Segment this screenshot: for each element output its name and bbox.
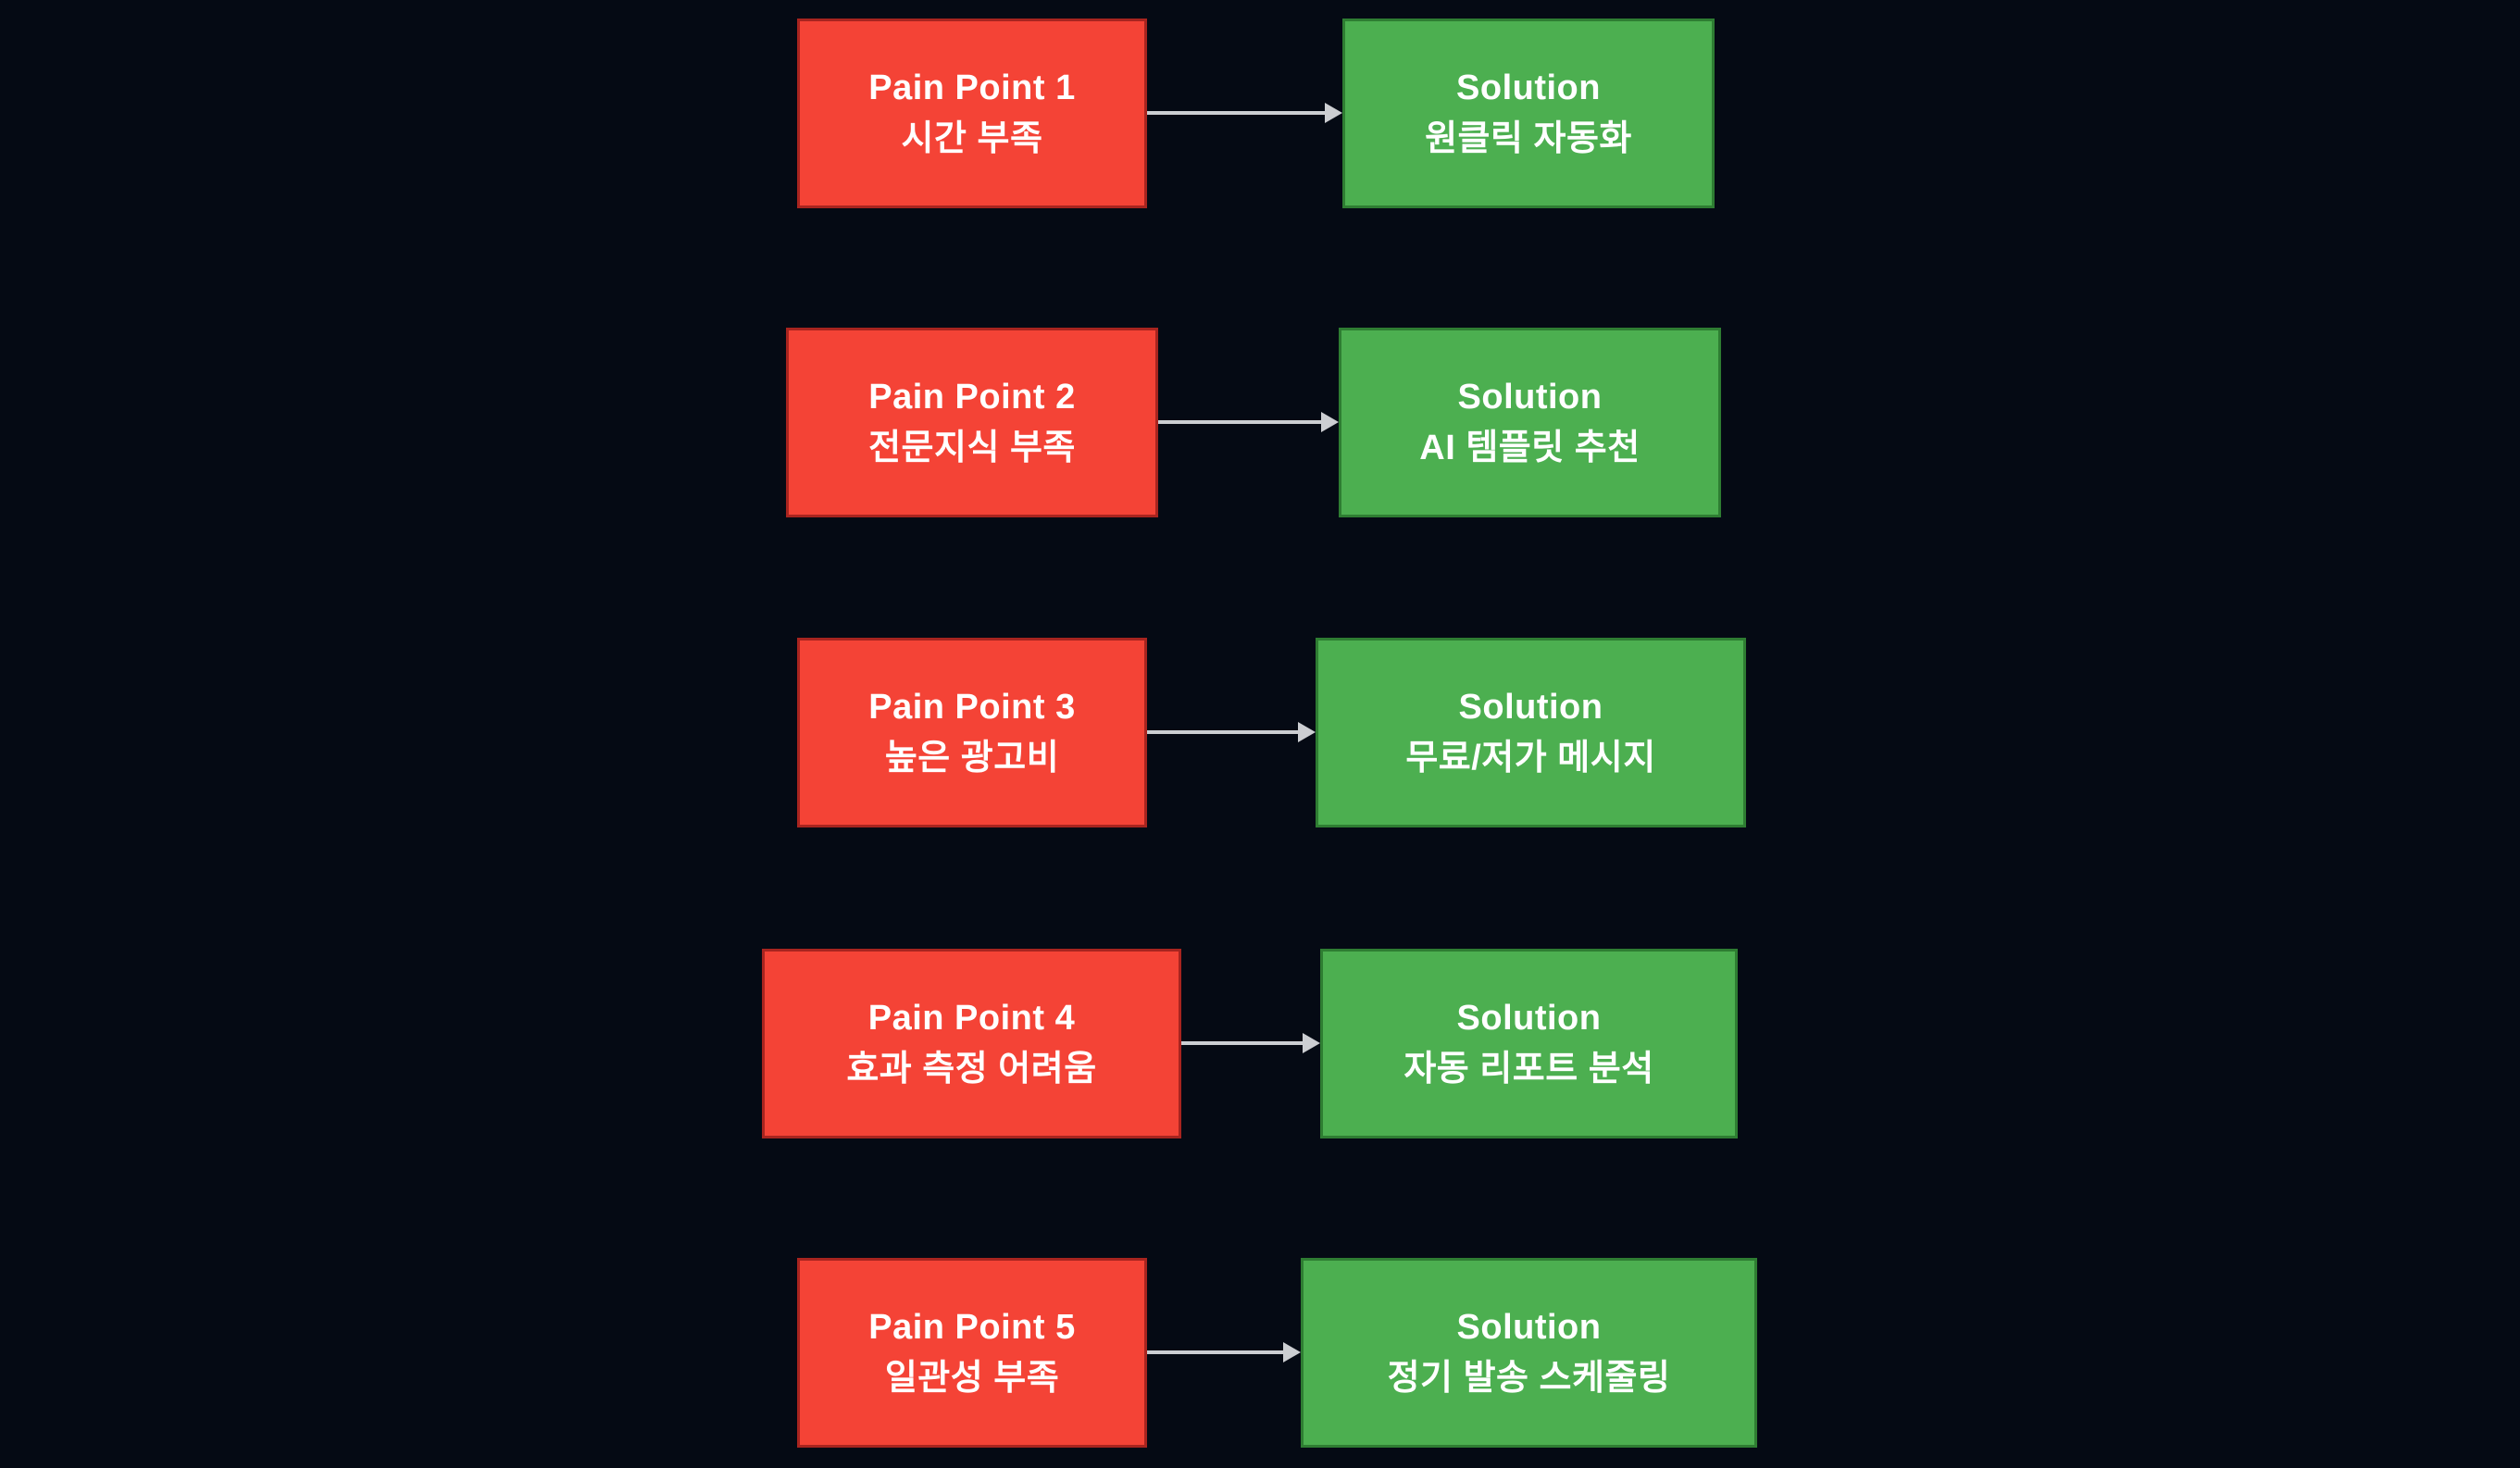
arrow-line xyxy=(1181,1041,1303,1045)
solution-1-label: 원클릭 자동화 xyxy=(1425,118,1632,158)
arrow-connector-5 xyxy=(1147,1342,1301,1362)
arrow-connector-4 xyxy=(1181,1033,1320,1053)
solution-1-title: Solution xyxy=(1456,68,1601,107)
solution-4-label: 자동 리포트 분석 xyxy=(1403,1049,1654,1089)
solution-5-label: 정기 발송 스케줄링 xyxy=(1387,1358,1671,1398)
pain-point-2-label: 전문지식 부족 xyxy=(868,428,1076,467)
pain-point-1-title: Pain Point 1 xyxy=(868,68,1076,107)
solution-3-title: Solution xyxy=(1458,687,1603,727)
pain-point-4-box: Pain Point 4 효과 측정 어려움 xyxy=(762,949,1181,1138)
solution-5-box: Solution 정기 발송 스케줄링 xyxy=(1301,1258,1757,1448)
pain-point-5-title: Pain Point 5 xyxy=(868,1307,1076,1347)
solution-3-label: 무료/저가 메시지 xyxy=(1405,738,1656,778)
arrow-line xyxy=(1147,111,1325,115)
pain-point-2-title: Pain Point 2 xyxy=(868,377,1076,417)
solution-2-title: Solution xyxy=(1457,377,1603,417)
solution-5-title: Solution xyxy=(1456,1307,1602,1347)
solution-2-label: AI 템플릿 추천 xyxy=(1419,428,1640,467)
arrow-right-icon xyxy=(1303,1033,1320,1053)
pain-point-4-label: 효과 측정 어려움 xyxy=(846,1049,1097,1089)
arrow-right-icon xyxy=(1283,1342,1301,1362)
arrow-connector-1 xyxy=(1147,103,1342,123)
pain-point-5-box: Pain Point 5 일관성 부족 xyxy=(797,1258,1147,1448)
solution-3-box: Solution 무료/저가 메시지 xyxy=(1316,638,1746,827)
pain-point-1-box: Pain Point 1 시간 부족 xyxy=(797,19,1147,208)
pain-point-3-label: 높은 광고비 xyxy=(884,738,1060,778)
solution-4-title: Solution xyxy=(1456,998,1602,1038)
solution-1-box: Solution 원클릭 자동화 xyxy=(1342,19,1715,208)
arrow-line xyxy=(1147,1350,1283,1354)
pain-point-1-label: 시간 부족 xyxy=(901,118,1043,158)
arrow-line xyxy=(1147,730,1298,734)
pain-point-3-box: Pain Point 3 높은 광고비 xyxy=(797,638,1147,827)
solution-2-box: Solution AI 템플릿 추천 xyxy=(1339,328,1721,517)
pain-point-5-label: 일관성 부족 xyxy=(884,1358,1060,1398)
pain-point-2-box: Pain Point 2 전문지식 부족 xyxy=(786,328,1158,517)
arrow-connector-2 xyxy=(1158,412,1339,432)
arrow-connector-3 xyxy=(1147,722,1316,742)
arrow-line xyxy=(1158,420,1321,424)
arrow-right-icon xyxy=(1325,103,1342,123)
pain-point-3-title: Pain Point 3 xyxy=(868,687,1076,727)
pain-point-4-title: Pain Point 4 xyxy=(867,998,1076,1038)
solution-4-box: Solution 자동 리포트 분석 xyxy=(1320,949,1738,1138)
arrow-right-icon xyxy=(1321,412,1339,432)
arrow-right-icon xyxy=(1298,722,1316,742)
